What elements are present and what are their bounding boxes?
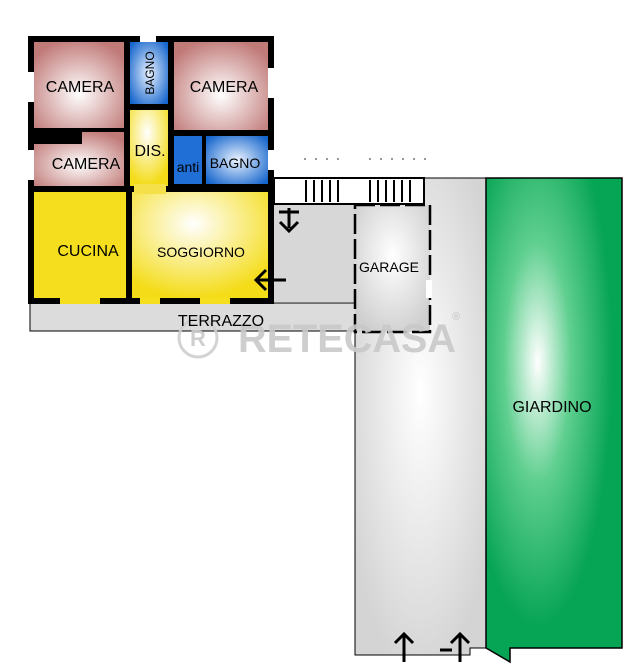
svg-text:R: R (190, 326, 206, 351)
window (60, 298, 100, 304)
camera-2-room (174, 42, 268, 130)
label-camera-2: CAMERA (190, 79, 259, 96)
watermark-brand: RETECASA (238, 317, 456, 361)
left-arrow-icon (253, 268, 286, 292)
window (268, 68, 274, 98)
camera-1-room (34, 42, 124, 128)
window (200, 298, 230, 304)
label-anti: anti (177, 159, 200, 175)
retecasa-watermark: R RETECASA ® (177, 311, 460, 361)
label-bagno-1: BAGNO (143, 51, 157, 94)
camera-3-room (34, 132, 124, 186)
label-soggiorno: SOGGIORNO (157, 244, 245, 260)
anti-room (174, 136, 202, 184)
bagno-2-room (206, 136, 268, 184)
label-dis: DIS. (134, 143, 165, 160)
label-camera-1: CAMERA (46, 79, 115, 96)
window (28, 72, 34, 102)
soggiorno-room (132, 192, 268, 298)
bagno-1-room (130, 42, 168, 104)
up-arrow-icon (393, 631, 415, 662)
label-cucina: CUCINA (57, 243, 119, 260)
garden-area (485, 177, 623, 664)
window (140, 298, 160, 304)
down-arrow-icon (278, 208, 300, 234)
label-garage: GARAGE (359, 259, 419, 275)
dotted-line (304, 158, 426, 160)
dis-room (130, 110, 168, 186)
window (28, 150, 34, 180)
label-terrazzo: TERRAZZO (178, 313, 264, 330)
label-giardino: GIARDINO (512, 399, 591, 416)
terrazzo-area (29, 302, 361, 332)
label-bagno-2: BAGNO (210, 155, 261, 171)
window (268, 150, 274, 170)
stairs (273, 177, 425, 205)
window (140, 36, 156, 42)
cucina-room (34, 192, 126, 298)
label-camera-3: CAMERA (52, 156, 121, 173)
window (426, 280, 432, 298)
up-arrow-icon (440, 631, 471, 662)
watermark-registered: ® (452, 311, 460, 323)
